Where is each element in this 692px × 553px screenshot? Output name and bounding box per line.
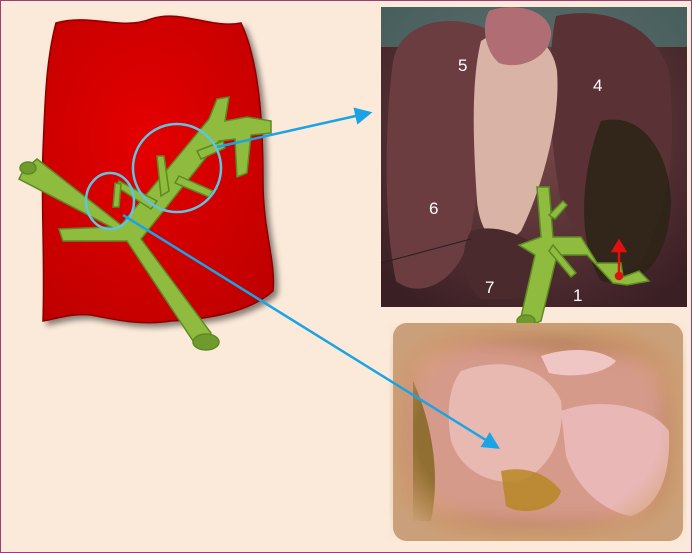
segment-label-4: 4 [593,76,602,95]
segment-label-6: 6 [429,199,438,218]
segment-label-7: 7 [485,278,494,297]
segment-label-1: 1 [573,286,582,305]
segment-label-5: 5 [458,56,467,75]
operative-field-photo [393,323,683,541]
